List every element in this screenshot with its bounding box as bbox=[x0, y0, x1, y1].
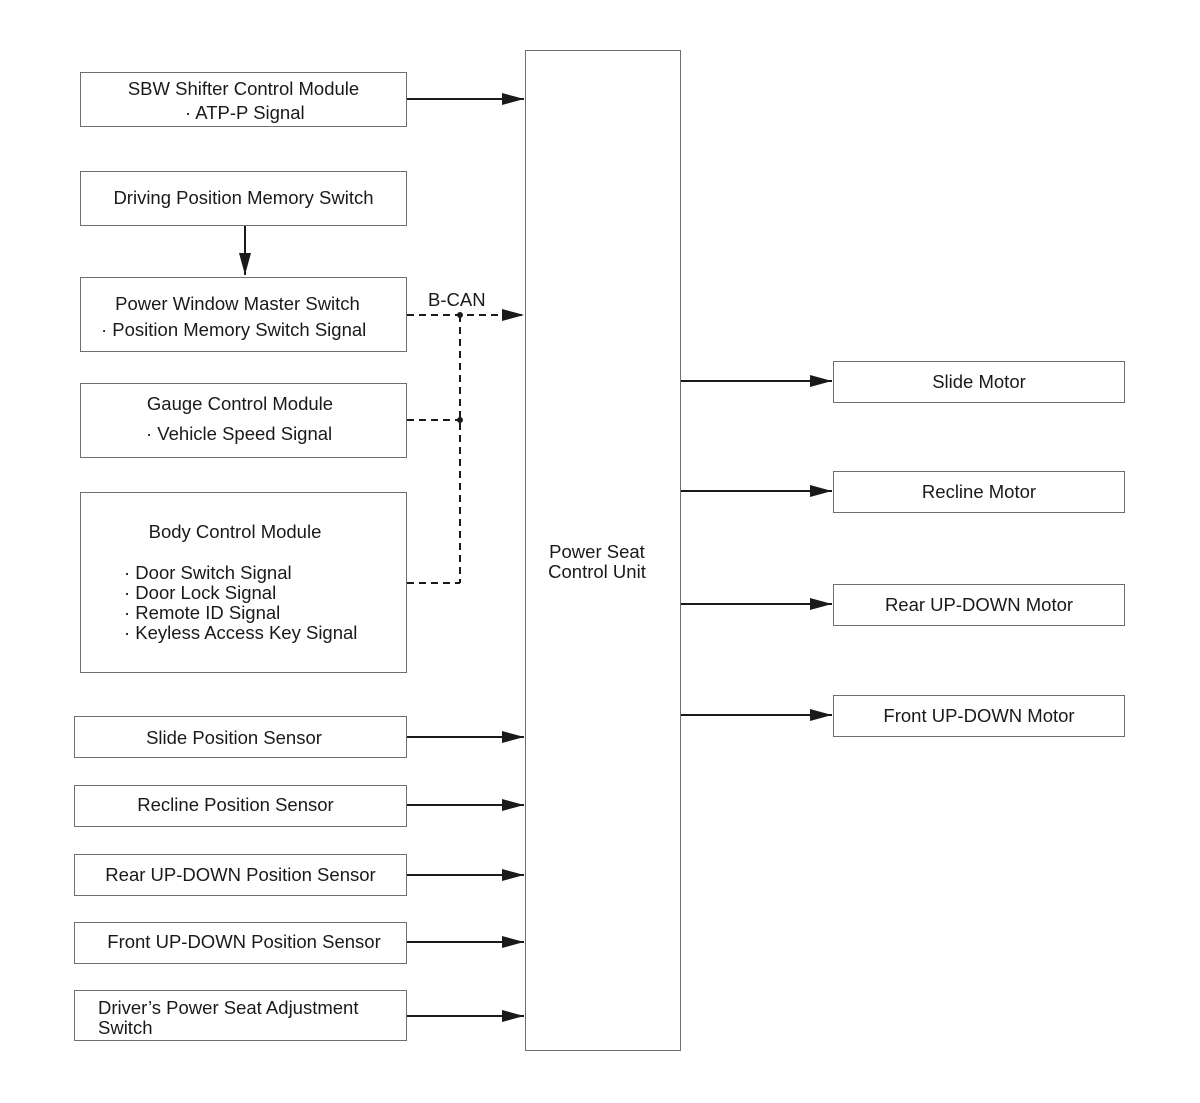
slide-position-sensor-label: Slide Position Sensor bbox=[146, 727, 322, 748]
front-updown-sensor-label: Front UP-DOWN Position Sensor bbox=[107, 931, 381, 952]
bcm-signal-door-lock: · Door Lock Signal bbox=[124, 582, 277, 603]
control-unit-label-line2: Control Unit bbox=[548, 561, 646, 582]
front-updown-sensor-box bbox=[74, 922, 407, 964]
bcm-signal-door-switch: · Door Switch Signal bbox=[124, 562, 292, 583]
slide-motor-box bbox=[833, 361, 1125, 403]
sbw-shifter-title: SBW Shifter Control Module bbox=[127, 78, 360, 99]
recline-position-sensor-label: Recline Position Sensor bbox=[137, 794, 334, 815]
slide-motor-label: Slide Motor bbox=[932, 371, 1026, 392]
adjustment-switch-box bbox=[74, 990, 407, 1041]
sbw-shifter-module-box bbox=[80, 72, 407, 127]
power-window-switch-box bbox=[80, 277, 407, 352]
power-window-switch-signal: · Position Memory Switch Signal bbox=[101, 319, 367, 340]
power-seat-control-unit bbox=[525, 50, 681, 1051]
bcm-signal-remote-id: · Remote ID Signal bbox=[124, 602, 281, 623]
gauge-module-box bbox=[80, 383, 407, 458]
recline-motor-box bbox=[833, 471, 1125, 513]
gauge-module-title: Gauge Control Module bbox=[146, 393, 334, 414]
recline-motor-label: Recline Motor bbox=[921, 481, 1037, 502]
bus-junction bbox=[457, 417, 463, 423]
sbw-shifter-signal: · ATP-P Signal bbox=[185, 102, 305, 123]
rear-updown-sensor-box bbox=[74, 854, 407, 896]
gauge-module-signal: · Vehicle Speed Signal bbox=[146, 423, 333, 444]
bus-junction bbox=[457, 312, 463, 318]
rear-updown-motor-box bbox=[833, 584, 1125, 626]
front-updown-motor-label: Front UP-DOWN Motor bbox=[883, 705, 1075, 726]
memory-switch-title: Driving Position Memory Switch bbox=[113, 187, 374, 208]
bcan-label: B-CAN bbox=[428, 289, 486, 310]
body-control-module-title: Body Control Module bbox=[148, 521, 322, 542]
power-window-switch-title: Power Window Master Switch bbox=[115, 293, 360, 314]
front-updown-motor-box bbox=[833, 695, 1125, 737]
slide-position-sensor-box bbox=[74, 716, 407, 758]
adjustment-switch-label-line2: Switch bbox=[98, 1017, 153, 1038]
adjustment-switch-label-line1: Driver’s Power Seat Adjustment bbox=[98, 997, 359, 1018]
memory-switch-box bbox=[80, 171, 407, 226]
recline-position-sensor-box bbox=[74, 785, 407, 827]
body-control-module-box bbox=[80, 492, 407, 673]
rear-updown-motor-label: Rear UP-DOWN Motor bbox=[884, 594, 1074, 615]
bcm-signal-keyless: · Keyless Access Key Signal bbox=[124, 622, 358, 643]
control-unit-label-line1: Power Seat bbox=[549, 541, 645, 562]
rear-updown-sensor-label: Rear UP-DOWN Position Sensor bbox=[105, 864, 376, 885]
bcan-bus bbox=[407, 309, 524, 584]
